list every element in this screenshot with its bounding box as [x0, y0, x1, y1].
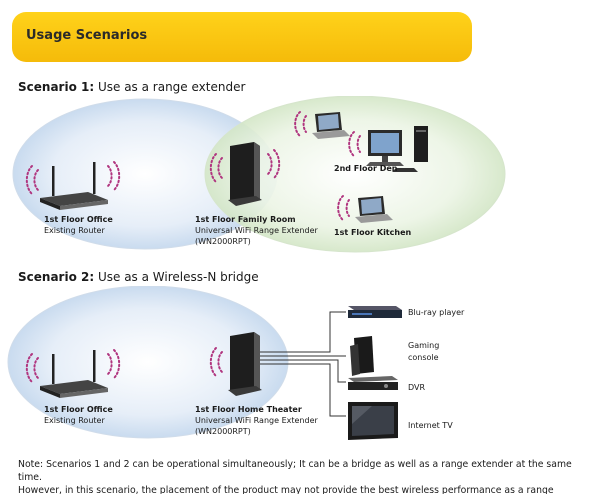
coverage-bubble-extender	[204, 96, 506, 253]
wifi-waves-icon	[209, 347, 223, 377]
desktop-computer-icon	[366, 126, 428, 172]
scenario-2-illustration	[7, 286, 402, 440]
device-label-tv: Internet TV	[408, 421, 453, 430]
banner-title: Usage Scenarios	[26, 28, 148, 43]
scenario-1-office-label: 1st Floor Office	[44, 215, 113, 224]
scenario-1-title: Use as a range extender	[97, 80, 246, 94]
wifi-waves-icon	[25, 161, 121, 195]
bluray-player-icon	[348, 306, 402, 318]
laptop-icon	[312, 112, 350, 139]
usage-scenarios-banner: Usage Scenarios	[12, 12, 472, 62]
footnote: Note: Scenarios 1 and 2 can be operation…	[18, 458, 594, 494]
scenario-1-number: Scenario 1:	[18, 80, 95, 94]
scenario-1-den-label: 2nd Floor Den	[334, 164, 398, 173]
laptop-icon	[355, 196, 393, 223]
scenario-1-office-sub: Existing Router	[44, 226, 105, 235]
range-extender-icon	[228, 332, 262, 396]
scenario-1-illustration	[12, 96, 506, 253]
router-icon	[40, 350, 108, 398]
scenario-1-room-model: (WN2000RPT)	[195, 237, 251, 246]
device-label-bluray: Blu-ray player	[408, 308, 465, 317]
scenario-2-office-label: 1st Floor Office	[44, 405, 113, 414]
dvr-icon	[348, 376, 398, 390]
footnote-line-1: Note: Scenarios 1 and 2 can be operation…	[18, 459, 572, 483]
scenario-2-heading: Scenario 2: Use as a Wireless-N bridge	[18, 270, 259, 284]
scenario-2-title: Use as a Wireless-N bridge	[97, 270, 259, 284]
wifi-waves-icon	[337, 195, 350, 221]
scenario-2-office-sub: Existing Router	[44, 416, 105, 425]
footnote-line-2: However, in this scenario, the placement…	[18, 485, 554, 494]
ethernet-cables	[260, 311, 346, 417]
gaming-console-icon	[350, 336, 374, 376]
wifi-waves-icon	[209, 149, 281, 183]
coverage-bubble-router	[7, 286, 289, 439]
range-extender-icon	[228, 142, 262, 206]
wifi-waves-icon	[348, 131, 361, 157]
internet-tv-icon	[348, 402, 398, 440]
router-icon	[40, 162, 108, 210]
scenario-1-kitchen-label: 1st Floor Kitchen	[334, 228, 412, 237]
device-label-gaming-line2: console	[408, 353, 439, 362]
scenario-2-diagram: 1st Floor Office Existing Router 1st Flo…	[0, 286, 600, 446]
device-label-gaming-line1: Gaming	[408, 341, 440, 350]
scenario-1-heading: Scenario 1: Use as a range extender	[18, 80, 245, 94]
scenario-1-diagram: 1st Floor Office Existing Router 1st Flo…	[0, 96, 600, 256]
scenario-2-theater-sub: Universal WiFi Range Extender	[195, 416, 318, 425]
scenario-1-room-label: 1st Floor Family Room	[195, 215, 296, 224]
scenario-1-room-sub: Universal WiFi Range Extender	[195, 226, 318, 235]
scenario-2-theater-model: (WN2000RPT)	[195, 427, 251, 436]
scenario-2-theater-label: 1st Floor Home Theater	[195, 405, 302, 414]
device-label-dvr: DVR	[408, 383, 426, 392]
wifi-waves-icon	[25, 349, 121, 383]
wifi-waves-icon	[294, 111, 307, 137]
scenario-2-number: Scenario 2:	[18, 270, 95, 284]
